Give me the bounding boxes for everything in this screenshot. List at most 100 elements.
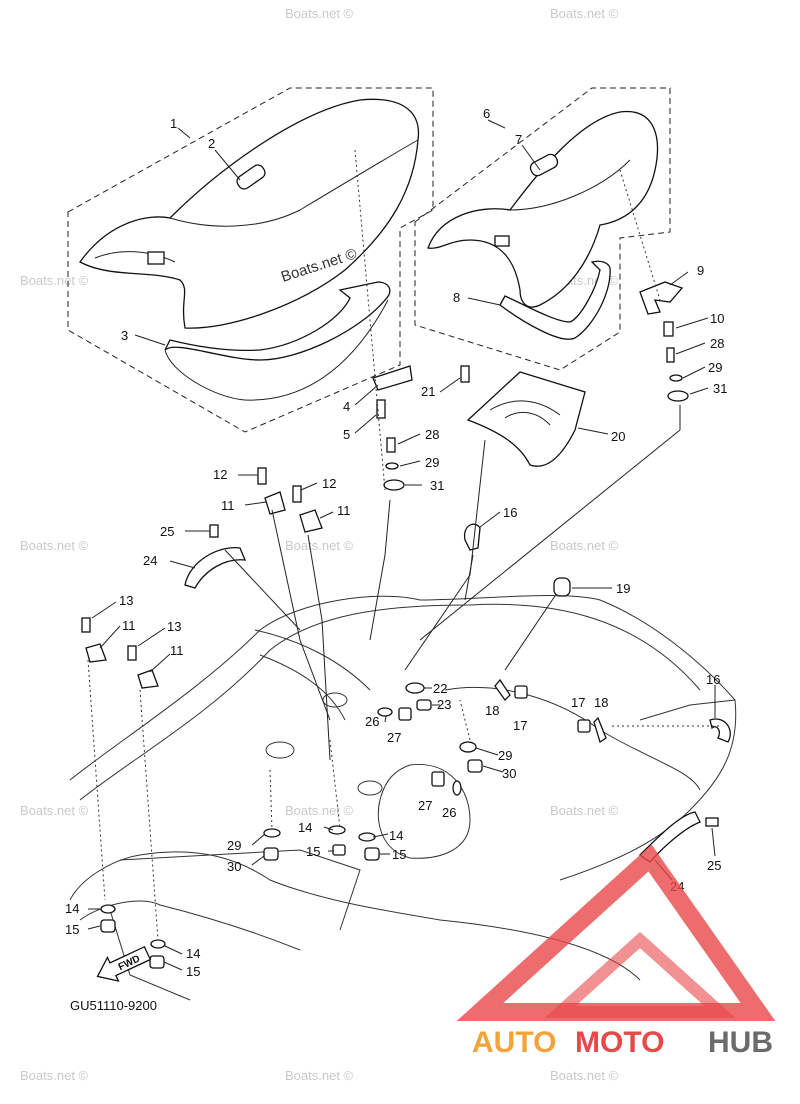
rear-seat (427, 110, 659, 308)
u-bolt (463, 523, 481, 551)
callout-31: 31 (713, 381, 727, 396)
washer (100, 904, 116, 914)
callout-28: 28 (425, 427, 439, 442)
callout-9: 9 (697, 263, 704, 278)
bolt (292, 485, 302, 503)
callout-30: 30 (227, 859, 241, 874)
nut (149, 955, 165, 969)
callout-16: 16 (706, 672, 720, 687)
rear-seat-frame (499, 260, 611, 340)
washer (263, 828, 281, 838)
callout-27: 27 (418, 798, 432, 813)
watermark: Boats.net © (285, 6, 354, 21)
callout-15: 15 (306, 844, 320, 859)
hose-clip (494, 678, 511, 702)
nut (416, 699, 432, 711)
grab-strap (184, 547, 247, 589)
clamp (299, 509, 323, 533)
washer (405, 682, 425, 694)
u-bolt (709, 718, 731, 743)
washer (328, 825, 346, 835)
callout-13: 13 (119, 593, 133, 608)
callout-18: 18 (594, 695, 608, 710)
bolt (127, 645, 137, 661)
callout-5: 5 (343, 427, 350, 442)
nut (332, 844, 346, 856)
fwd-label: FWD (117, 953, 142, 973)
callout-14: 14 (298, 820, 312, 835)
bolt (257, 467, 267, 485)
callout-29: 29 (425, 455, 439, 470)
callout-4: 4 (343, 399, 350, 414)
seat-hook-rear (663, 321, 674, 337)
callout-17: 17 (571, 695, 585, 710)
seat-hook-front (376, 399, 386, 419)
callout-29: 29 (498, 748, 512, 763)
callout-19: 19 (616, 581, 630, 596)
callout-29: 29 (227, 838, 241, 853)
clamp (264, 491, 286, 515)
callout-22: 22 (433, 681, 447, 696)
nut (467, 759, 483, 773)
callout-1: 1 (170, 116, 177, 131)
hose-clip (593, 716, 607, 744)
figure-code: GU51110-9200 (70, 998, 157, 1013)
bolt (81, 617, 91, 633)
seat-lock-bracket-rear (639, 281, 684, 315)
nut (577, 719, 591, 733)
callout-21: 21 (421, 384, 435, 399)
watermark: Boats.net © (20, 1068, 89, 1083)
callout-27: 27 (387, 730, 401, 745)
callout-11: 11 (122, 618, 136, 633)
callout-24: 24 (143, 553, 157, 568)
front-seat-frame-lower (164, 299, 389, 401)
callout-30: 30 (502, 766, 516, 781)
callout-28: 28 (710, 336, 724, 351)
callout-10: 10 (710, 311, 724, 326)
nut (263, 847, 279, 861)
nut (100, 919, 116, 933)
washer (459, 741, 477, 753)
watermark: Boats.net © (285, 538, 354, 553)
bolt (386, 437, 396, 453)
callout-11: 11 (221, 498, 235, 513)
callout-25: 25 (707, 858, 721, 873)
callout-8: 8 (453, 290, 460, 305)
logo-text-hub: HUB (708, 1026, 773, 1059)
nut (398, 707, 412, 721)
watermark: Boats.net © (20, 538, 89, 553)
watermark: Boats.net © (550, 538, 619, 553)
damper (383, 479, 405, 491)
storage-bucket (466, 371, 586, 467)
callout-14: 14 (186, 946, 200, 961)
front-seat (79, 98, 420, 329)
callout-25: 25 (160, 524, 174, 539)
callout-26: 26 (442, 805, 456, 820)
rear-seat-group-outline (414, 87, 671, 371)
callout-6: 6 (483, 106, 490, 121)
logo-text-auto: AUTO (472, 1026, 556, 1059)
callout-13: 13 (167, 619, 181, 634)
nut (364, 847, 380, 861)
damper (667, 390, 689, 402)
callout-3: 3 (121, 328, 128, 343)
watermark: Boats.net © (550, 1068, 619, 1083)
callout-31: 31 (430, 478, 444, 493)
watermark: Boats.net © (285, 1068, 354, 1083)
callout-14: 14 (389, 828, 403, 843)
bolt (460, 365, 470, 383)
callout-15: 15 (392, 847, 406, 862)
leader-lines (87, 119, 720, 971)
callout-17: 17 (513, 718, 527, 733)
front-seat-group-outline (67, 87, 434, 433)
watermark: Boats.net © (20, 273, 89, 288)
washer (669, 374, 683, 382)
callout-16: 16 (503, 505, 517, 520)
watermark: Boats.net © (550, 803, 619, 818)
watermark: Boats.net © (550, 6, 619, 21)
callout-29: 29 (708, 360, 722, 375)
callout-15: 15 (65, 922, 79, 937)
clamp (137, 669, 159, 689)
